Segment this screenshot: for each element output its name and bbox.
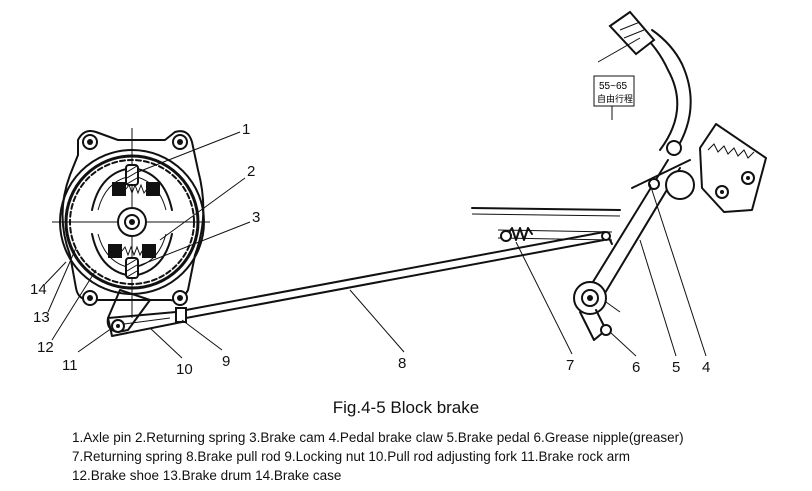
brake-cam (125, 257, 139, 279)
brake-rock-arm (106, 289, 151, 333)
callout-12: 12 (37, 339, 54, 356)
leader-lines (44, 131, 707, 359)
legend-line-3: 12.Brake shoe 13.Brake drum 14.Brake cas… (72, 468, 342, 483)
pedal-assembly: 55~65 自由行程 (471, 10, 767, 341)
free-travel-label: 自由行程 (597, 93, 633, 105)
returning-spring-lower (108, 244, 156, 258)
callout-14: 14 (30, 281, 47, 298)
axle-pin (125, 164, 139, 186)
figure-caption: Fig.4-5 Block brake (332, 398, 480, 417)
block-brake-diagram: 55~65 自由行程 (30, 10, 767, 378)
locking-nut (175, 307, 187, 323)
callout-2: 2 (247, 163, 255, 180)
callout-4: 4 (702, 359, 710, 376)
brake-pull-rod (185, 231, 605, 319)
brake-drum (64, 154, 200, 290)
callout-6: 6 (632, 359, 640, 376)
callout-5: 5 (672, 359, 680, 376)
callout-11: 11 (62, 357, 78, 374)
callout-3: 3 (252, 209, 260, 226)
callout-1: 1 (242, 121, 250, 138)
callout-numbers: 1 2 3 14 13 12 11 10 9 8 7 6 5 4 (30, 121, 710, 378)
pedal-brake-claw (699, 123, 767, 213)
pull-rod-adjusting-fork (107, 307, 187, 337)
free-travel-value: 55~65 (599, 81, 628, 92)
callout-7: 7 (566, 357, 574, 374)
grease-nipple (600, 324, 612, 336)
returning-spring-pedal (500, 227, 533, 242)
callout-9: 9 (222, 353, 230, 370)
legend-line-2: 7.Returning spring 8.Brake pull rod 9.Lo… (72, 449, 631, 464)
callout-10: 10 (176, 361, 193, 378)
returning-spring-upper (112, 182, 160, 196)
parts-legend: 1.Axle pin 2.Returning spring 3.Brake ca… (72, 428, 684, 485)
brake-assembly (52, 128, 210, 337)
callout-8: 8 (398, 355, 406, 372)
legend-line-1: 1.Axle pin 2.Returning spring 3.Brake ca… (72, 430, 684, 445)
pedal-lower-pivot (573, 281, 621, 341)
callout-13: 13 (33, 309, 50, 326)
